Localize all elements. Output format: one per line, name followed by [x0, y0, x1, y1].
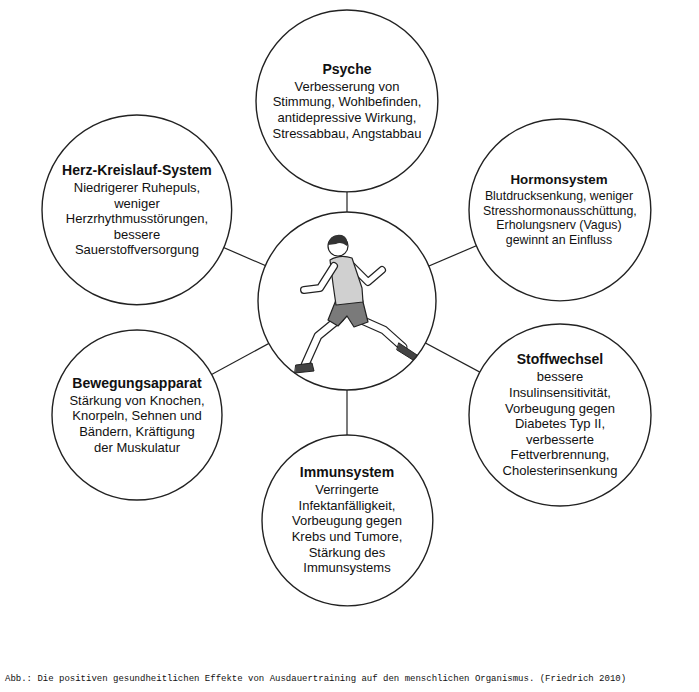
- circle-text: PsycheVerbesserung von Stimmung, Wohlbef…: [271, 61, 423, 141]
- circle-text: Stoffwechselbessere Insulinsensitivität,…: [502, 351, 618, 478]
- effect-circle: Stoffwechselbessere Insulinsensitivität,…: [468, 323, 652, 507]
- circle-heading: Bewegungsapparat: [69, 375, 205, 392]
- circle-body: Verbesserung von Stimmung, Wohlbefinden,…: [271, 79, 423, 141]
- circle-heading: Herz-Kreislauf-System: [61, 162, 213, 179]
- effect-circle: BewegungsapparatStärkung von Knochen, Kn…: [51, 329, 223, 501]
- circle-body: bessere Insulinsensitivität, Vorbeugung …: [502, 369, 618, 478]
- effect-circle: ImmunsystemVerringerte Infektanfälligkei…: [261, 434, 434, 607]
- figure-caption: Abb.: Die positiven gesundheitlichen Eff…: [5, 674, 626, 685]
- circle-text: HormonsystemBlutdrucksenkung, weniger St…: [483, 172, 635, 248]
- runner-figure: [295, 235, 417, 373]
- circle-text: BewegungsapparatStärkung von Knochen, Kn…: [69, 375, 205, 455]
- circle-body: Niedrigerer Ruhepuls, weniger Herzrhythm…: [61, 180, 213, 258]
- circle-body: Stärkung von Knochen, Knorpeln, Sehnen u…: [69, 393, 205, 455]
- center-circle: [258, 212, 436, 390]
- circle-body: Verringerte Infektanfälligkeit, Vorbeugu…: [289, 482, 405, 576]
- effect-circle: PsycheVerbesserung von Stimmung, Wohlbef…: [255, 9, 439, 193]
- circle-heading: Hormonsystem: [483, 172, 635, 188]
- circle-text: Herz-Kreislauf-SystemNiedrigerer Ruhepul…: [61, 162, 213, 258]
- effect-circle: HormonsystemBlutdrucksenkung, weniger St…: [468, 118, 652, 302]
- effect-circle: Herz-Kreislauf-SystemNiedrigerer Ruhepul…: [41, 114, 233, 306]
- circle-heading: Stoffwechsel: [502, 351, 618, 368]
- circle-heading: Psyche: [271, 61, 423, 78]
- circle-heading: Immunsystem: [289, 464, 405, 481]
- circle-body: Blutdrucksenkung, weniger Stresshormonau…: [483, 189, 635, 248]
- circle-text: ImmunsystemVerringerte Infektanfälligkei…: [289, 464, 405, 575]
